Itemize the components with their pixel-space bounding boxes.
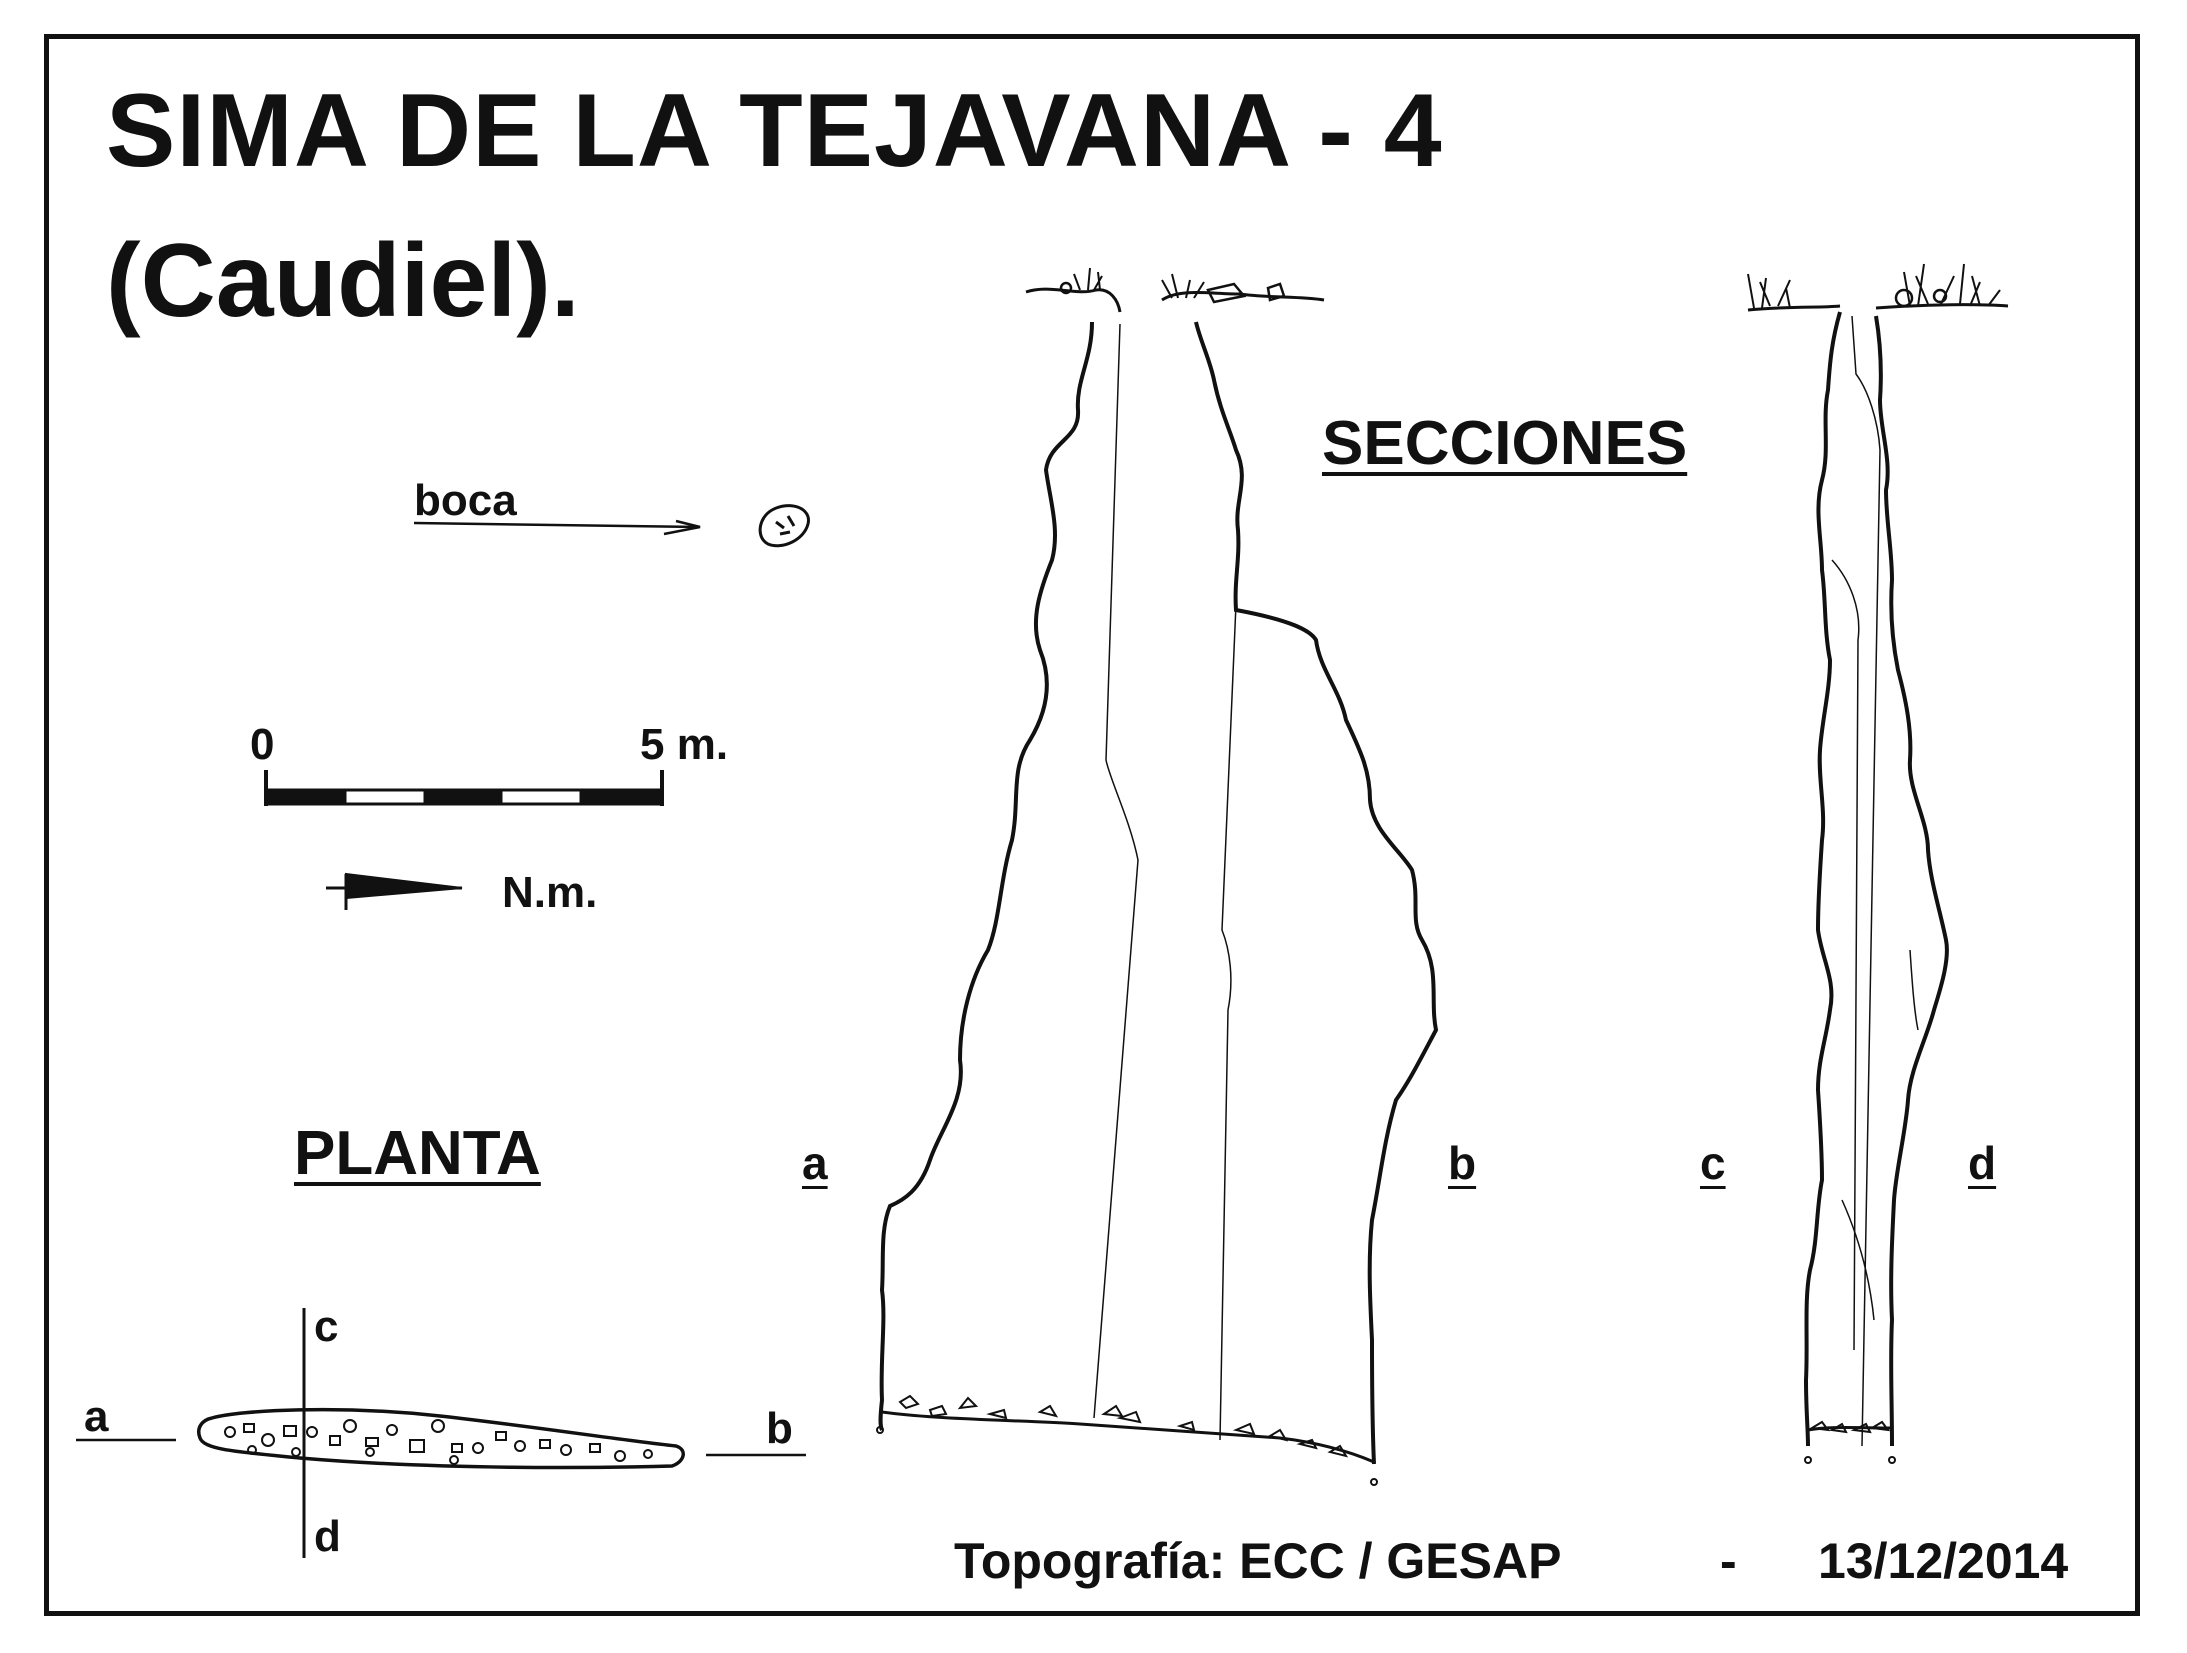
shaft-wall-right bbox=[1194, 321, 1439, 1465]
floor-debris bbox=[1804, 1420, 1896, 1464]
survey-location: (Caudiel). bbox=[106, 223, 580, 339]
plan-label-a: a bbox=[84, 1392, 109, 1441]
survey-credit: Topografía: ECC / GESAP bbox=[954, 1533, 1562, 1589]
section-c-d bbox=[1747, 263, 2009, 1464]
scale-bar bbox=[264, 770, 664, 806]
survey-title: SIMA DE LA TEJAVANA - 4 bbox=[106, 73, 1443, 189]
surface-left bbox=[1025, 287, 1122, 313]
surface-right bbox=[1161, 291, 1325, 302]
section-label-b: b bbox=[1448, 1137, 1477, 1189]
plan-heading: PLANTA bbox=[294, 1119, 541, 1188]
section-label-d: d bbox=[1968, 1137, 1997, 1189]
shaft-wall-right bbox=[1874, 315, 1949, 1447]
plumb-lines bbox=[1831, 315, 1919, 1447]
scale-start-label: 0 bbox=[250, 720, 275, 769]
plan-view bbox=[76, 1308, 806, 1558]
surface-boulders bbox=[1894, 288, 1948, 308]
drawing-frame bbox=[44, 34, 2140, 1616]
magnetic-north-label: N.m. bbox=[502, 868, 598, 917]
magnetic-north-arrow bbox=[326, 872, 463, 910]
entrance-pointer bbox=[413, 519, 701, 536]
sections-heading: SECCIONES bbox=[1322, 409, 1688, 478]
surface-vegetation bbox=[1747, 263, 2001, 309]
section-label-c: c bbox=[1700, 1137, 1726, 1189]
section-a-b bbox=[876, 267, 1439, 1486]
plumb-lines bbox=[1093, 323, 1237, 1441]
surface-vegetation bbox=[1073, 267, 1205, 299]
shaft-wall-left bbox=[878, 321, 1094, 1431]
plan-label-c: c bbox=[314, 1302, 339, 1351]
section-label-a: a bbox=[802, 1137, 828, 1189]
entrance-label: boca bbox=[414, 476, 517, 525]
entrance-outline bbox=[758, 504, 810, 548]
plan-label-d: d bbox=[314, 1512, 341, 1561]
shaft-wall-left bbox=[1803, 311, 1842, 1447]
surface-boulders bbox=[1059, 281, 1286, 304]
floor-debris bbox=[876, 1394, 1378, 1486]
plan-label-b: b bbox=[766, 1404, 793, 1453]
scale-end-label: 5 m. bbox=[640, 720, 729, 769]
footer-separator: - bbox=[1720, 1533, 1737, 1589]
shaft-floor bbox=[881, 1410, 1375, 1464]
surface-line bbox=[1747, 303, 2009, 312]
survey-date: 13/12/2014 bbox=[1818, 1533, 2069, 1589]
